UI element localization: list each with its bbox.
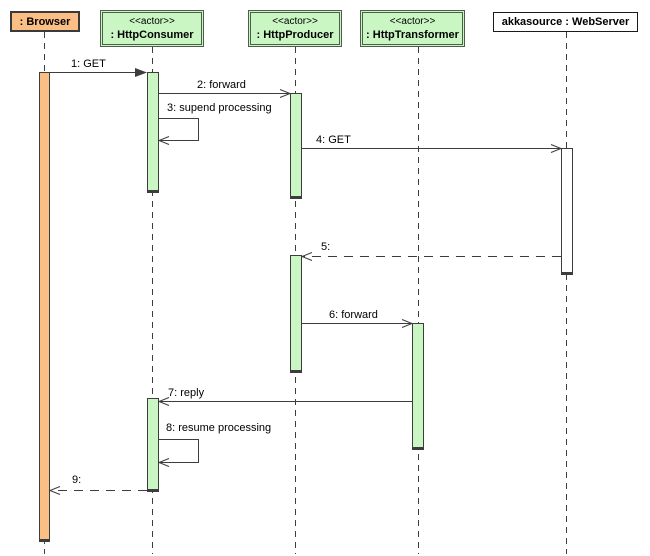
message-4-label: 4: GET bbox=[316, 134, 351, 146]
activation-consumer-1 bbox=[147, 72, 159, 193]
participant-webserver: akkasource : WebServer bbox=[493, 12, 638, 32]
message-2-arrowhead bbox=[279, 89, 292, 98]
participant-httpproducer-name: : HttpProducer bbox=[256, 29, 334, 41]
message-7-arrowhead bbox=[157, 397, 170, 406]
participant-httptransformer-frame: <<actor>> : HttpTransformer bbox=[362, 12, 463, 45]
participant-httpproducer-stereotype: <<actor>> bbox=[272, 16, 318, 27]
message-3-self-loop bbox=[159, 118, 199, 141]
message-9-arrowhead bbox=[48, 486, 61, 495]
message-8-arrowhead bbox=[157, 458, 170, 467]
message-7-label: 7: reply bbox=[168, 387, 205, 399]
activation-producer-2 bbox=[290, 255, 302, 373]
participant-httptransformer-name: : HttpTransformer bbox=[366, 29, 459, 41]
participant-httptransformer-stereotype: <<actor>> bbox=[389, 16, 436, 27]
message-1-arrowhead bbox=[135, 68, 147, 77]
activation-producer-1 bbox=[290, 93, 302, 199]
message-8-label: 8: resume processing bbox=[166, 422, 272, 434]
message-3-label: 3: supend processing bbox=[167, 102, 272, 114]
participant-httpconsumer-stereotype: <<actor>> bbox=[129, 16, 175, 27]
participant-httpconsumer: <<actor>> : HttpConsumer bbox=[100, 10, 204, 47]
participant-browser-name: : Browser bbox=[19, 15, 71, 28]
participant-httpproducer-frame: <<actor>> : HttpProducer bbox=[250, 12, 340, 45]
participant-httpproducer: <<actor>> : HttpProducer bbox=[248, 10, 342, 47]
message-8-self-loop bbox=[159, 439, 199, 463]
participant-httptransformer: <<actor>> : HttpTransformer bbox=[360, 10, 465, 47]
message-9-label: 9: bbox=[72, 474, 82, 486]
participant-httpconsumer-frame: <<actor>> : HttpConsumer bbox=[102, 12, 202, 45]
participant-httpconsumer-name: : HttpConsumer bbox=[110, 29, 194, 41]
participant-browser: : Browser bbox=[10, 11, 80, 32]
message-5-label: 5: bbox=[321, 241, 331, 253]
activation-browser bbox=[39, 72, 50, 542]
message-5-arrowhead bbox=[300, 252, 313, 261]
message-1-label: 1: GET bbox=[71, 58, 106, 70]
activation-transformer bbox=[412, 323, 424, 450]
message-6-arrowhead bbox=[401, 319, 414, 328]
message-6-label: 6: forward bbox=[329, 309, 378, 321]
message-4-arrowhead bbox=[550, 144, 563, 153]
participant-webserver-name: akkasource : WebServer bbox=[501, 16, 630, 28]
message-2-label: 2: forward bbox=[197, 79, 246, 91]
activation-webserver bbox=[561, 148, 573, 275]
message-3-arrowhead bbox=[157, 136, 170, 145]
activation-consumer-2 bbox=[147, 398, 159, 492]
